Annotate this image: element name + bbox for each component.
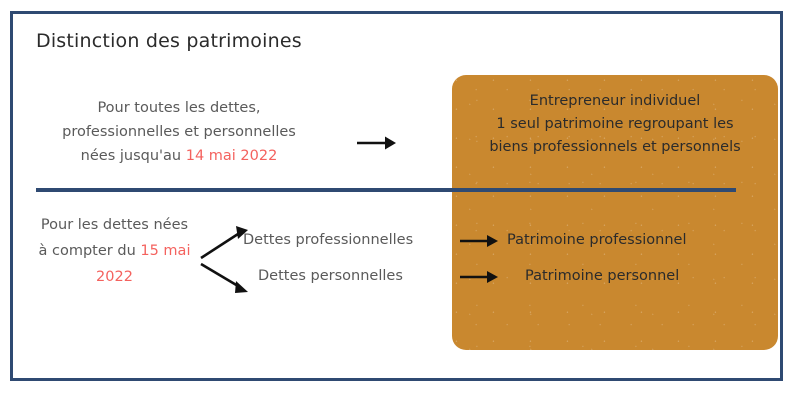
upper-debts-paragraph: Pour toutes les dettes, professionnelles… <box>14 96 344 168</box>
lower-debts-line-2: à compter du 15 mai <box>12 238 217 264</box>
upper-debts-line-2: professionnelles et personnelles <box>62 124 296 140</box>
right-arrow-personal-icon <box>460 271 498 283</box>
debts-personal-label: Dettes personnelles <box>258 268 403 284</box>
branch-arrows-icon <box>200 226 248 293</box>
entrepreneur-panel-line-2: 1 seul patrimoine regroupant les <box>496 116 734 132</box>
lower-debts-line-1: Pour les dettes nées <box>40 217 189 233</box>
lower-debts-start-date: 15 mai <box>140 243 191 259</box>
estate-professional-label: Patrimoine professionnel <box>507 232 687 248</box>
lower-debts-line-2-prefix: à compter du <box>38 243 141 259</box>
lower-debts-start-year: 2022 <box>96 269 133 285</box>
entrepreneur-panel-text: Entrepreneur individuel 1 seul patrimoin… <box>455 90 775 159</box>
right-arrow-icon <box>357 136 396 150</box>
right-arrow-professional-icon <box>460 235 498 247</box>
debts-professional-label: Dettes professionnelles <box>243 232 414 248</box>
lower-debts-paragraph: Pour les dettes nées à compter du 15 mai… <box>12 212 217 290</box>
page-title: Distinction des patrimoines <box>36 30 302 52</box>
upper-debts-line-3-prefix: nées jusqu'au <box>80 148 186 164</box>
upper-debts-line-1: Pour toutes les dettes, <box>97 100 261 116</box>
entrepreneur-panel-line-1: Entrepreneur individuel <box>529 93 701 109</box>
section-divider <box>36 188 736 192</box>
upper-debts-line-3: nées jusqu'au 14 mai 2022 <box>14 144 344 168</box>
estate-personal-label: Patrimoine personnel <box>525 268 680 284</box>
entrepreneur-panel-line-3: biens professionnels et personnels <box>489 139 741 155</box>
upper-debts-cutoff-date: 14 mai 2022 <box>185 148 278 164</box>
outer-border-frame <box>10 11 783 381</box>
entrepreneur-estate-panel <box>452 75 778 350</box>
